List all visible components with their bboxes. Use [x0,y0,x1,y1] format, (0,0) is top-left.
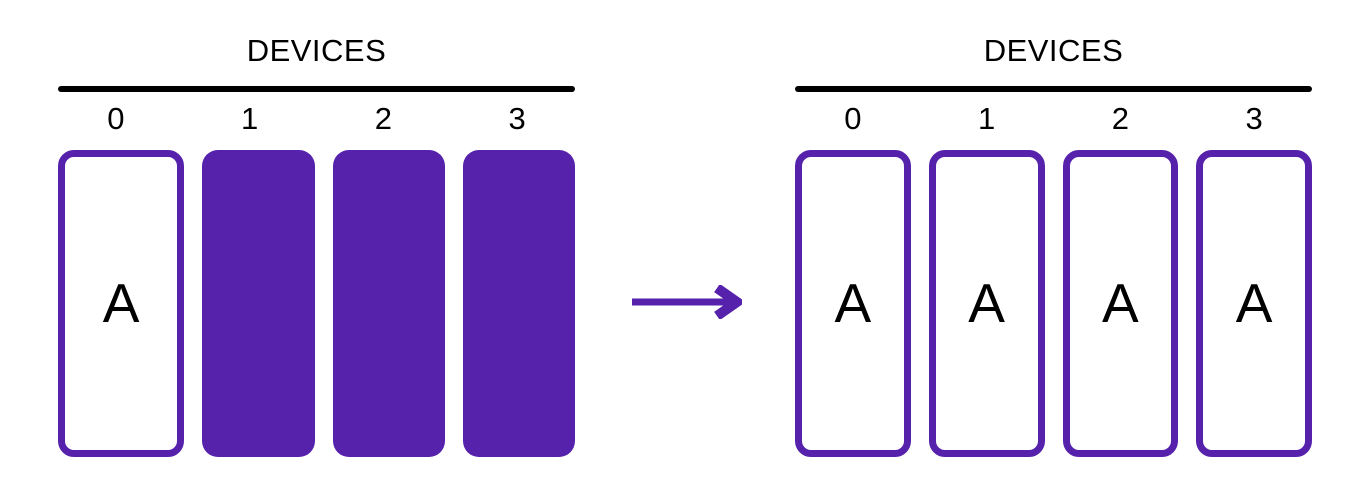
device-slot-3: A [1196,150,1312,457]
device-slot-2 [332,150,445,457]
device-index-label-0: 0 [844,101,862,136]
device-slot-0: A [795,150,911,457]
devices-axis-line [58,86,575,92]
device-index-label-1: 1 [978,101,996,136]
device-index-label-3: 3 [508,101,526,136]
devices-panel-after: DEVICES 0 1 2 3 A A A A [795,0,1312,500]
devices-title: DEVICES [983,33,1124,68]
device-index-labels: 0 1 2 3 [58,103,575,134]
device-index-label-2: 2 [1111,101,1129,136]
devices-axis-line [795,86,1312,92]
device-slot-3 [462,150,575,457]
device-index-labels: 0 1 2 3 [795,103,1312,134]
device-index-label-2: 2 [374,101,392,136]
broadcast-arrow [630,285,742,319]
devices-title: DEVICES [246,33,387,68]
device-slots: A [58,150,575,457]
device-slot-1 [202,150,315,457]
array-letter: A [834,272,872,334]
device-slot-0: A [58,150,185,457]
array-letter: A [968,272,1005,334]
device-slot-2: A [1062,150,1179,457]
device-index-label-0: 0 [107,101,125,136]
device-slot-1: A [928,150,1045,457]
device-slots: A A A A [795,150,1312,457]
device-index-label-1: 1 [241,101,259,136]
right-arrow-icon [632,285,742,319]
array-letter: A [1235,272,1273,334]
array-letter: A [102,272,140,334]
device-index-label-3: 3 [1245,101,1263,136]
array-letter: A [1102,272,1139,334]
devices-panel-before: DEVICES 0 1 2 3 A [58,0,575,500]
